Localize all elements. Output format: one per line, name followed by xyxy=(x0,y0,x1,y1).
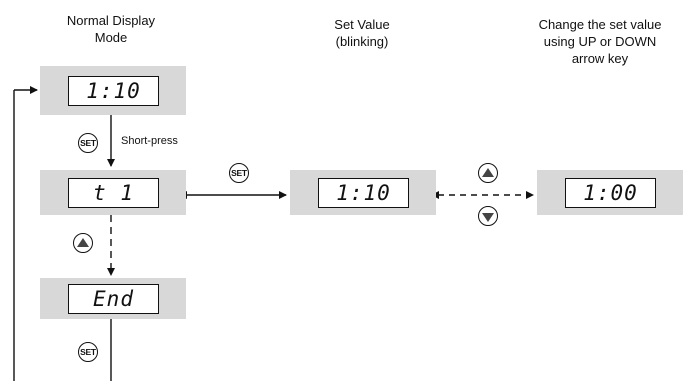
heading-set-value: Set Value (blinking) xyxy=(334,17,390,49)
down-arrow-icon xyxy=(478,206,498,226)
panel-normal-display: 1:10 xyxy=(40,66,186,115)
panel-set-value: 1:10 xyxy=(290,170,436,215)
lcd-set-value: 1:10 xyxy=(318,178,409,208)
set-key-icon: SET xyxy=(78,133,98,153)
up-arrow-icon xyxy=(478,163,498,183)
panel-t1: t 1 xyxy=(40,170,186,215)
panel-changed-value: 1:00 xyxy=(537,170,683,215)
lcd-changed-value: 1:00 xyxy=(565,178,656,208)
heading-change-set-value: Change the set value using UP or DOWN ar… xyxy=(538,17,662,66)
set-key-icon: SET xyxy=(229,163,249,183)
set-key-icon: SET xyxy=(78,342,98,362)
lcd-normal-display: 1:10 xyxy=(68,76,159,106)
short-press-label: Short-press xyxy=(121,135,178,147)
up-arrow-icon xyxy=(73,233,93,253)
lcd-t1: t 1 xyxy=(68,178,159,208)
heading-normal-display-mode: Normal Display Mode xyxy=(66,13,156,45)
panel-end: End xyxy=(40,278,186,319)
lcd-end: End xyxy=(68,284,159,314)
